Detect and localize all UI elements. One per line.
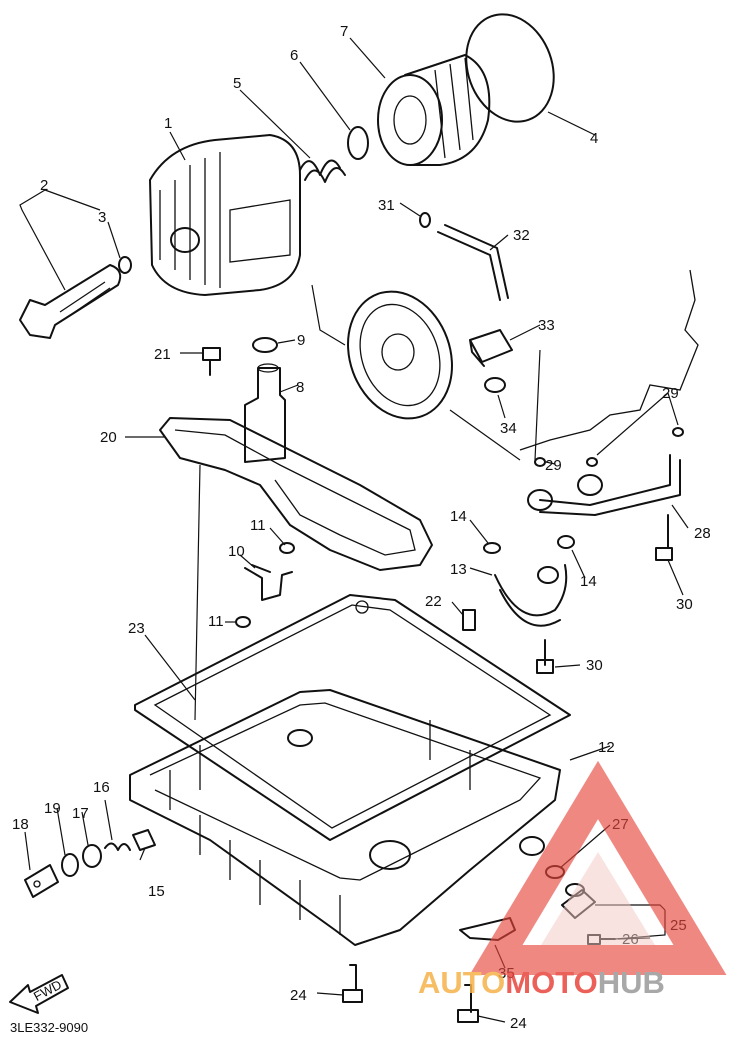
label-19: 19 xyxy=(44,800,61,817)
label-7: 7 xyxy=(340,23,348,40)
drain-plug-18 xyxy=(24,864,59,898)
label-23: 23 xyxy=(128,620,145,637)
oil-pipe-32 xyxy=(437,224,509,301)
damper-33 xyxy=(469,329,513,367)
watermark-logo: AUTOMOTOHUB xyxy=(418,760,727,1000)
o-ring-29b xyxy=(586,457,598,467)
watermark-hub: HUB xyxy=(598,965,665,1000)
label-13: 13 xyxy=(450,561,467,578)
watermark-auto: AUTO xyxy=(418,965,505,1000)
bolt-30-right xyxy=(655,514,673,561)
label-11-b: 11 xyxy=(208,613,224,630)
label-10: 10 xyxy=(228,543,245,560)
label-3: 3 xyxy=(98,209,106,226)
pipe-10 xyxy=(244,564,293,601)
label-18: 18 xyxy=(12,816,29,833)
union-bolt xyxy=(19,264,122,339)
label-8: 8 xyxy=(296,379,304,396)
oil-strainer xyxy=(347,290,453,420)
bolt-24-right xyxy=(457,984,479,1023)
label-2: 2 xyxy=(40,177,48,194)
gasket-34 xyxy=(484,377,506,393)
watermark-moto: MOTO xyxy=(505,965,597,1000)
label-4: 4 xyxy=(590,130,598,147)
oil-pan-gasket xyxy=(134,594,571,841)
o-ring-14b xyxy=(557,535,575,549)
label-17: 17 xyxy=(72,805,89,822)
o-ring-19 xyxy=(61,853,79,877)
oil-pan xyxy=(129,689,561,946)
label-24-a: 24 xyxy=(290,987,307,1004)
o-ring-3 xyxy=(118,256,132,274)
label-30-a: 30 xyxy=(676,596,693,613)
label-21: 21 xyxy=(154,346,171,363)
filter-o-ring xyxy=(465,13,555,123)
bolt-21 xyxy=(202,347,221,376)
label-12: 12 xyxy=(598,739,615,756)
label-31: 31 xyxy=(378,197,395,214)
label-32: 32 xyxy=(513,227,530,244)
o-ring-14a xyxy=(483,542,501,554)
relief-valve xyxy=(244,363,286,463)
label-16: 16 xyxy=(93,779,110,796)
label-11-a: 11 xyxy=(250,517,266,534)
label-5: 5 xyxy=(233,75,241,92)
washer-17 xyxy=(82,844,102,868)
washer xyxy=(347,126,369,160)
o-ring-9 xyxy=(252,337,278,353)
bolt-30-mid xyxy=(536,639,554,674)
o-ring-29c xyxy=(672,427,684,437)
oil-filter-cover xyxy=(149,134,301,296)
label-9: 9 xyxy=(297,332,305,349)
label-20: 20 xyxy=(100,429,117,446)
label-15: 15 xyxy=(148,883,165,900)
spring xyxy=(299,159,346,183)
label-14-a: 14 xyxy=(450,508,467,525)
pin-22 xyxy=(462,609,476,631)
o-ring-29a xyxy=(534,457,546,467)
spring-16 xyxy=(104,842,131,851)
oil-filter-element xyxy=(377,54,491,166)
o-ring-11a xyxy=(279,542,295,554)
label-33: 33 xyxy=(538,317,555,334)
label-24-b: 24 xyxy=(510,1015,527,1032)
plug-15 xyxy=(132,829,156,851)
drawing-code: 3LE332-9090 xyxy=(10,1020,88,1035)
label-29-b: 29 xyxy=(545,457,562,474)
label-6: 6 xyxy=(290,47,298,64)
oil-delivery-pipe-13 xyxy=(494,564,568,627)
o-ring-11b xyxy=(235,616,251,628)
forward-direction-tag: FWD xyxy=(9,974,69,1014)
watermark-triangle xyxy=(469,760,727,975)
label-14-b: 14 xyxy=(580,573,597,590)
watermark-brand: AUTOMOTOHUB xyxy=(418,965,665,1000)
label-34: 34 xyxy=(500,420,517,437)
label-29-a: 29 xyxy=(662,385,679,402)
label-30-b: 30 xyxy=(586,657,603,674)
label-1: 1 xyxy=(164,115,172,132)
o-ring-31 xyxy=(419,212,431,228)
bolt-24-left xyxy=(342,964,363,1003)
engine-outline xyxy=(519,269,699,451)
baffle-plate xyxy=(159,417,433,571)
oil-delivery-pipe-28 xyxy=(539,454,681,516)
label-22: 22 xyxy=(425,593,442,610)
label-28: 28 xyxy=(694,525,711,542)
